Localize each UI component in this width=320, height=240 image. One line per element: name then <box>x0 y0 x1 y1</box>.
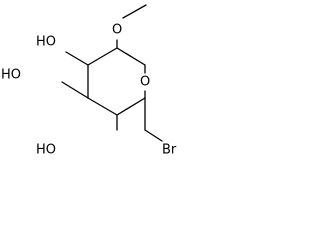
bond-c1-c6ring <box>116 47 146 66</box>
bond-ch2-bromine <box>144 129 163 142</box>
hydroxyl-c2-label: HO <box>36 35 56 50</box>
bond-c3-c4 <box>87 97 118 116</box>
ring-oxygen-label: O <box>140 75 150 90</box>
methoxy-oxygen-label: O <box>112 23 122 38</box>
bond-c1-c2 <box>87 47 118 66</box>
structure-diagram: O O HO HO HO Br <box>0 0 189 185</box>
bromine-label: Br <box>162 143 177 158</box>
hydroxyl-c3-label: HO <box>1 68 21 83</box>
bond-methoxy-oxygen-methyl <box>122 4 147 19</box>
bond-c4-c5 <box>116 97 146 116</box>
molecule-drawing: O O HO HO HO Br <box>1 4 177 158</box>
bond-c3-hydroxyl <box>61 81 89 99</box>
bond-c2-hydroxyl <box>65 51 89 66</box>
hydroxyl-c4-label: HO <box>36 143 56 158</box>
